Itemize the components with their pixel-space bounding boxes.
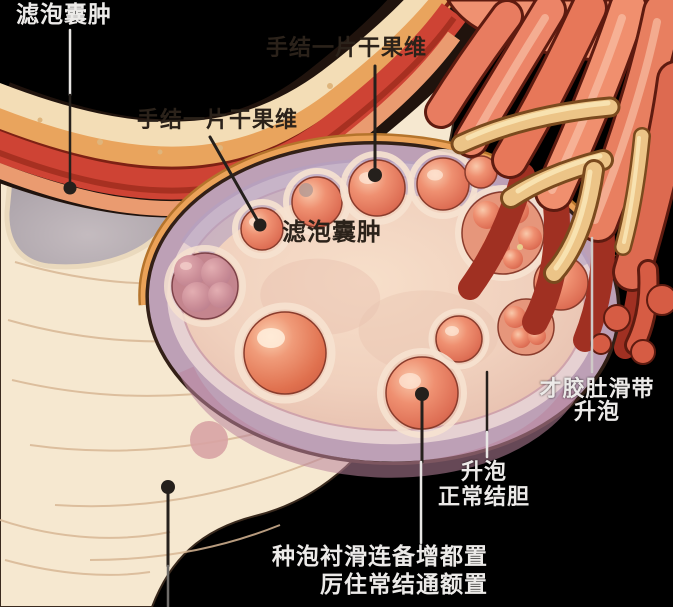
follicle [291, 176, 343, 228]
follicle [243, 311, 327, 395]
pointer-dot [253, 218, 267, 232]
follicle [416, 157, 470, 211]
fimbriae [424, 0, 673, 365]
leader-lines [63, 28, 594, 607]
pointer-dot [161, 480, 175, 494]
fimbriae-tips [590, 259, 673, 365]
pointer-dot [368, 168, 382, 182]
follicles [164, 149, 589, 459]
follicle-cluster [164, 245, 246, 327]
leader-line [208, 135, 262, 227]
pointer-dot [415, 387, 429, 401]
fimbriae-tan-fingers [450, 96, 651, 284]
pointer-dot [63, 181, 77, 195]
follicle [190, 421, 228, 459]
